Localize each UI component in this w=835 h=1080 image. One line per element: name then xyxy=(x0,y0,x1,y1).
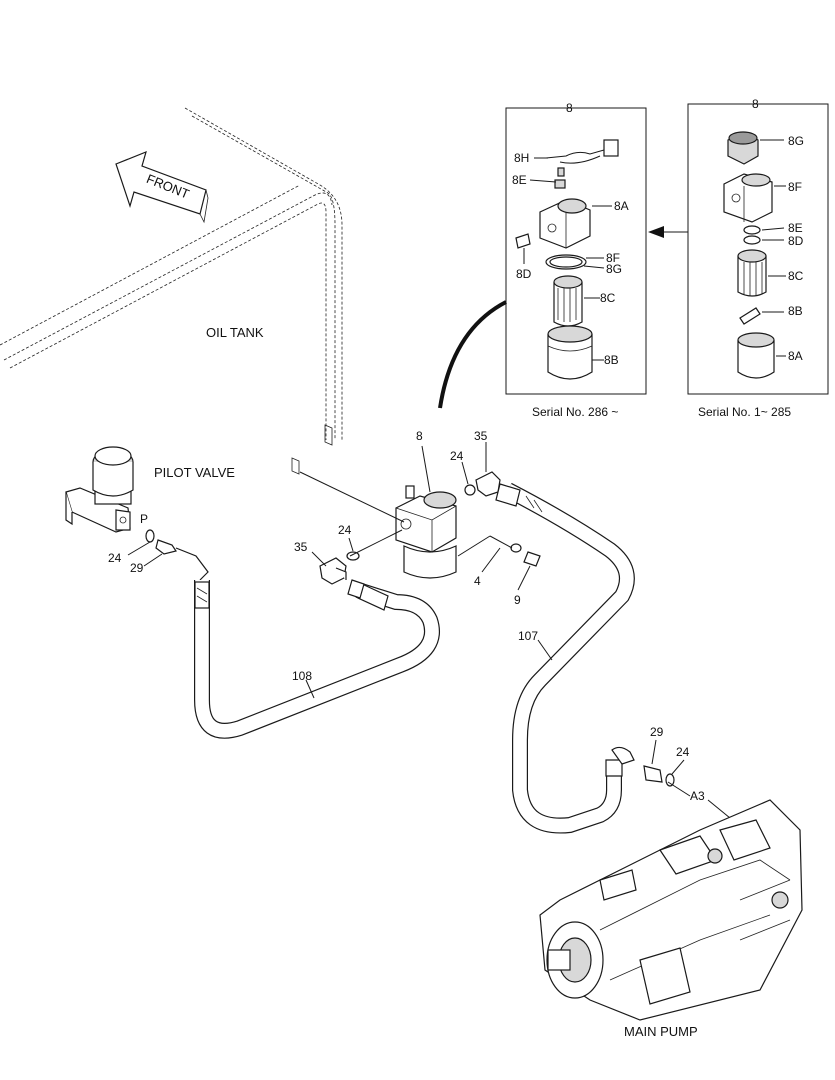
callout-8-center: 8 xyxy=(416,429,423,443)
inset-285-8g: 8G xyxy=(788,134,804,148)
fitting-29-pump xyxy=(643,765,663,783)
callout-35-right: 35 xyxy=(474,429,488,443)
inset-285-8b: 8B xyxy=(788,304,803,318)
hose-108 xyxy=(175,547,440,739)
port-a3-label: A3 xyxy=(690,789,705,803)
serial-286-label: Serial No. 286 ~ xyxy=(532,405,618,419)
oil-tank-label: OIL TANK xyxy=(206,325,264,340)
bolt-9 xyxy=(523,551,541,567)
inset-286-8a: 8A xyxy=(614,199,629,213)
callout-24-pump: 24 xyxy=(676,745,690,759)
inset-285-8a: 8A xyxy=(788,349,803,363)
inset-285-8f: 8F xyxy=(788,180,802,194)
callout-24-filter-left: 24 xyxy=(338,523,352,537)
inset-285-8c: 8C xyxy=(788,269,804,283)
front-arrow: FRONT xyxy=(115,150,209,224)
callout-108: 108 xyxy=(292,669,312,683)
inset-285-title: 8 xyxy=(752,97,759,111)
o-ring-24-pump xyxy=(665,773,675,787)
main-pump xyxy=(539,799,803,1021)
inset-leader-curve xyxy=(438,300,507,409)
inset-286-8g: 8G xyxy=(606,262,622,276)
o-ring-24-pilot xyxy=(145,529,155,543)
hose-107 xyxy=(495,482,635,834)
callout-4: 4 xyxy=(474,574,481,588)
serial-1-285-label: Serial No. 1~ 285 xyxy=(698,405,791,419)
inset-285-8e: 8E xyxy=(788,221,803,235)
oil-tank-outline xyxy=(0,107,343,475)
filter-assembly-8 xyxy=(395,485,457,579)
callout-9: 9 xyxy=(514,593,521,607)
pilot-valve xyxy=(65,446,134,533)
inset-285-8d: 8D xyxy=(788,234,804,248)
fitting-29-pilot xyxy=(155,539,177,555)
main-pump-label: MAIN PUMP xyxy=(624,1024,698,1039)
arrow-left-icon xyxy=(648,226,664,238)
callout-107: 107 xyxy=(518,629,538,643)
elbow-35-left xyxy=(319,557,347,585)
inset-286-8b: 8B xyxy=(604,353,619,367)
inset-286-8d: 8D xyxy=(516,267,532,281)
o-ring-24-filter-right xyxy=(464,484,476,496)
callout-29-pilot: 29 xyxy=(130,561,144,575)
callout-24-filter-right: 24 xyxy=(450,449,464,463)
callout-35-left: 35 xyxy=(294,540,308,554)
port-p-label: P xyxy=(140,512,148,526)
washer-4 xyxy=(510,543,522,553)
inset-286-8h: 8H xyxy=(514,151,529,165)
pilot-valve-label: PILOT VALVE xyxy=(154,465,235,480)
callout-29-pump: 29 xyxy=(650,725,664,739)
callout-24-pilot: 24 xyxy=(108,551,122,565)
inset-286-8c: 8C xyxy=(600,291,616,305)
inset-286-title: 8 xyxy=(566,101,573,115)
inset-286-8e: 8E xyxy=(512,173,527,187)
o-ring-24-filter-left xyxy=(346,551,360,561)
inset-286-8f: 8F xyxy=(606,251,620,265)
elbow-35-right xyxy=(475,471,501,497)
inset-serial-1-285 xyxy=(687,103,829,395)
inset-serial-286 xyxy=(505,107,647,395)
